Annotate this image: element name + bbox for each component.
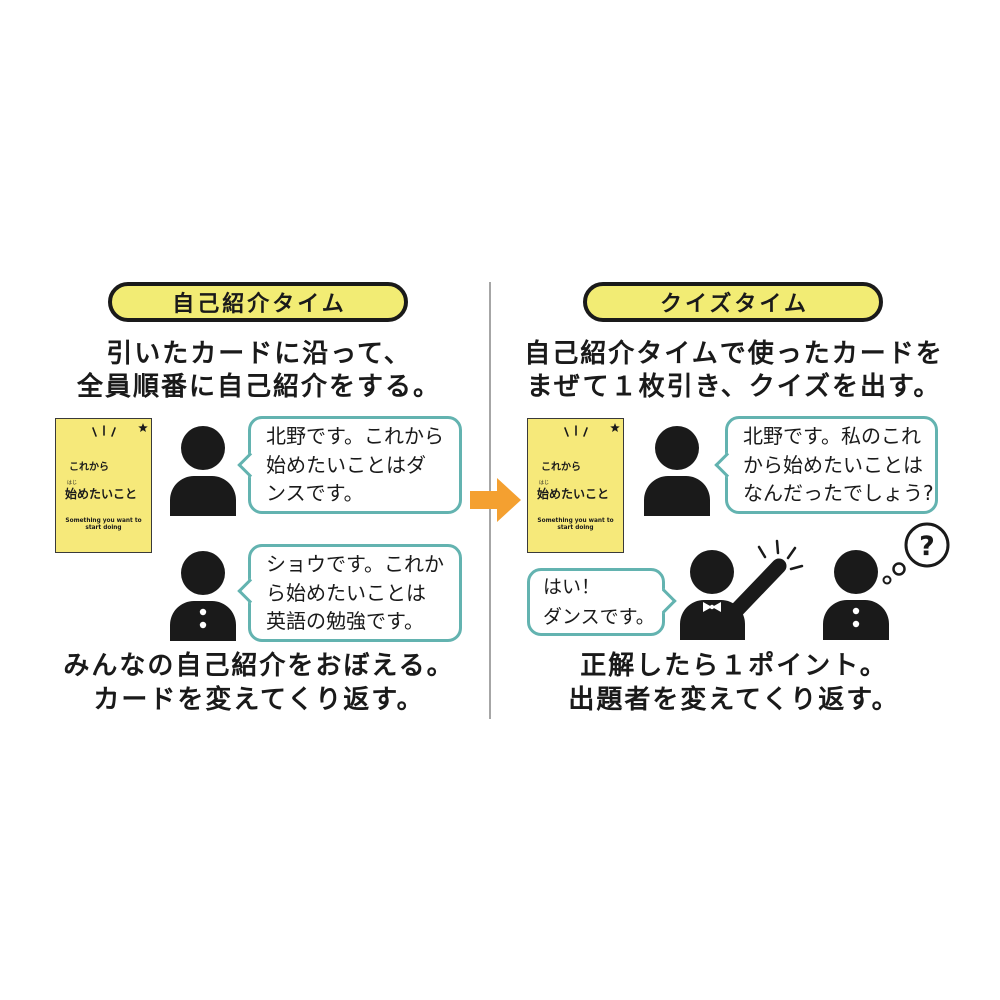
speech-line: から始めたいことは [743,452,923,477]
person-head [690,550,734,594]
self-intro-time-label: 自己紹介タイム [108,282,408,322]
bowtie [703,602,721,612]
card-decoration [92,423,148,437]
speech-line: ンスです。 [266,481,364,506]
person-body [170,476,236,516]
speech-line: 北野です。これから [266,424,444,449]
speech-bubble-quiz-answer: はい！ ダンスです。 [527,568,677,636]
quiz-heading-line-1: 自己紹介タイムで使ったカードを [524,339,944,369]
card-decoration [564,423,620,437]
star-icon [138,423,148,433]
speech-line: 英語の勉強です。 [266,609,424,634]
quiz-time-label: クイズタイム [583,282,883,322]
self-intro-heading: 引いたカードに沿って、 全員順番に自己紹介をする。 [20,338,496,404]
person-body [170,601,236,641]
topic-card-quiz: これから はじ 始めたいこと Something you want to sta… [527,418,624,553]
sparkle-rays-icon [757,539,804,571]
speech-line: はい！ [543,576,601,598]
card-subtitle: Something you want to start doing [56,518,151,532]
self-intro-heading-line-1: 引いたカードに沿って、 [106,339,412,369]
raised-arm [725,558,787,622]
speech-bubble-shou-intro: ショウです。これか ら始めたいことは 英語の勉強です。 [236,544,462,642]
card-title-line-1: これから [69,462,109,473]
card-title-line-2: 始めたいこと [65,487,138,501]
quiz-time-label-text: クイズタイム [660,292,809,317]
speech-line: ダンスです。 [543,606,655,628]
speech-bubble-kitano-intro: 北野です。これから 始めたいことはダ ンスです。 [236,416,462,514]
card-subtitle-line-1: Something you want to [65,518,142,524]
person-icon-kitano-quiz [644,426,710,516]
thought-bubble-icon: ? [882,522,950,585]
card-sparkle-icon [92,425,116,437]
card-title-line-1: これから [541,462,581,473]
shirt-button [852,607,860,615]
card-title-ruby: はじ [67,480,78,486]
self-intro-time-label-text: 自己紹介タイム [172,292,347,317]
card-subtitle-line-1: Something you want to [537,518,614,524]
speech-line: 始めたいことはダ [266,452,426,477]
speech-line: なんだったでしょう? [743,481,934,506]
speech-bubble-quiz-question: 北野です。私のこれ から始めたいことは なんだったでしょう? [713,416,938,514]
star-icon [610,423,620,433]
person-thinking-icon [823,550,889,640]
person-head [834,550,878,594]
shirt-button [199,621,207,629]
speech-line: 北野です。私のこれ [743,424,921,449]
person-icon-shou-intro [170,551,236,641]
card-sparkle-icon [564,425,588,437]
self-intro-footer-line-1: みんなの自己紹介をおぼえる。 [63,651,455,681]
person-head [181,426,225,470]
person-body [644,476,710,516]
arrow-right-icon [470,478,521,522]
self-intro-heading-line-2: 全員順番に自己紹介をする。 [76,372,441,402]
self-intro-footer: みんなの自己紹介をおぼえる。 カードを変えてくり返す。 [20,649,496,717]
person-icon-kitano-intro [170,426,236,516]
speech-line: ショウです。これか [266,552,444,577]
person-head [655,426,699,470]
quiz-footer-line-1: 正解したら１ポイント。 [580,651,888,681]
person-body [823,600,889,640]
quiz-heading: 自己紹介タイムで使ったカードを まぜて１枚引き、クイズを出す。 [495,338,971,404]
speech-line: ら始めたいことは [266,580,426,605]
person-head [181,551,225,595]
card-title-line-2: 始めたいこと [537,487,610,501]
self-intro-footer-line-2: カードを変えてくり返す。 [93,685,425,715]
person-raising-hand-icon [680,550,787,640]
quiz-footer: 正解したら１ポイント。 出題者を変えてくり返す。 [495,649,971,717]
shirt-button [199,608,207,616]
shirt-button [852,620,860,628]
card-subtitle: Something you want to start doing [528,518,623,532]
card-title-ruby: はじ [539,480,550,486]
quiz-heading-line-2: まぜて１枚引き、クイズを出す。 [526,372,942,402]
person-body [680,600,745,640]
question-mark: ? [919,531,935,562]
quiz-footer-line-2: 出題者を変えてくり返す。 [568,685,900,715]
card-subtitle-line-2: start doing [85,525,122,531]
card-subtitle-line-2: start doing [557,525,594,531]
topic-card-intro: これから はじ 始めたいこと Something you want to sta… [55,418,152,553]
